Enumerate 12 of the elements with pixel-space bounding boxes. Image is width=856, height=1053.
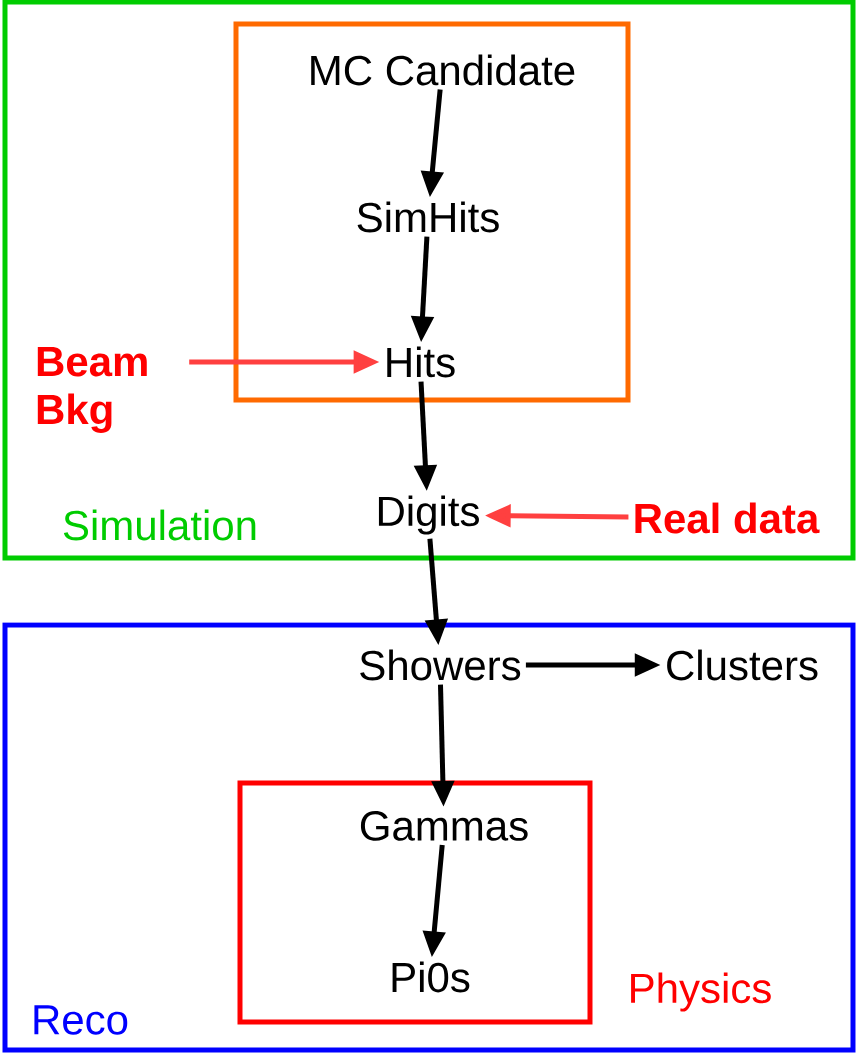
node-label: Physics <box>631 972 771 1012</box>
node-label: Pi0s <box>392 961 470 993</box>
node-label: Beam Bkg <box>37 347 147 433</box>
node-label: Digits <box>378 495 479 535</box>
node-label: Clusters <box>667 649 818 681</box>
node-label: MC Candidate <box>311 54 575 86</box>
node-label: Showers <box>360 649 521 681</box>
group-box <box>233 21 631 403</box>
node-label: Real data <box>635 502 820 534</box>
node-label: Gammas <box>360 811 528 841</box>
node-label: SimHits <box>357 201 499 233</box>
node-label: Hits <box>387 346 455 378</box>
